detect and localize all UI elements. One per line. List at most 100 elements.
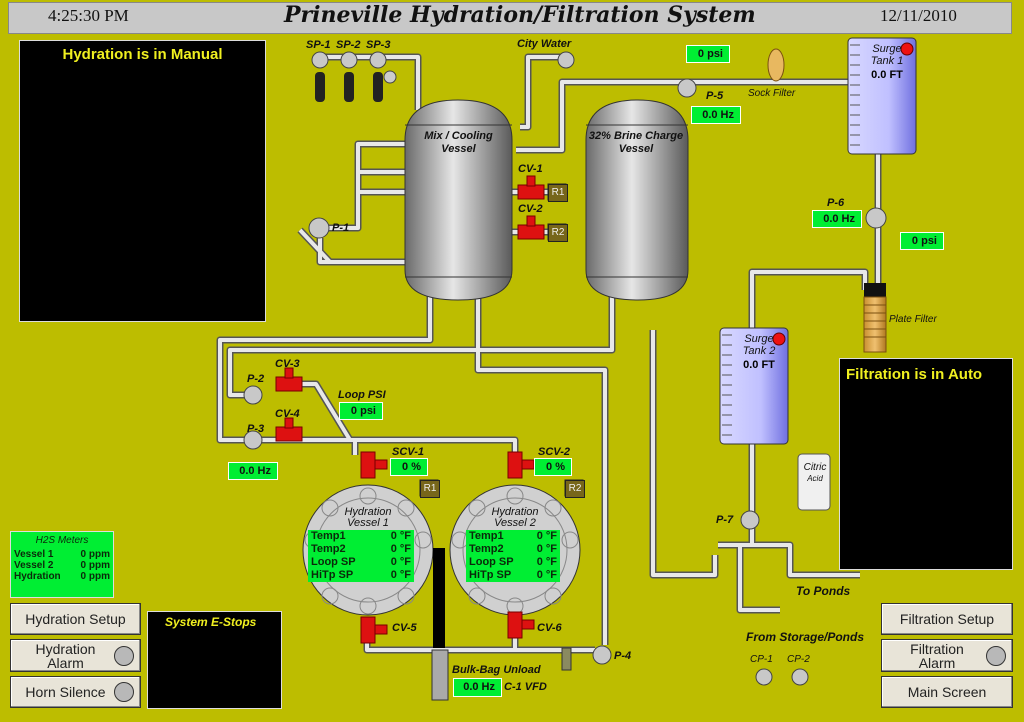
sp-2-sensor-icon	[344, 72, 354, 102]
scv-1-position-readout: 0 %	[390, 458, 428, 476]
sp-1-label: SP-1	[306, 39, 331, 51]
p-4-label: P-4	[614, 650, 632, 662]
hydration-mode-text: Hydration is in Manual	[62, 46, 223, 63]
plate-filter	[863, 283, 887, 353]
cv-5-valve-icon	[360, 616, 376, 644]
p-7-pump-icon	[740, 510, 760, 530]
sp-2-pump-icon	[340, 51, 358, 69]
horn-silence-lamp-icon	[114, 682, 134, 702]
inline-strainer	[561, 647, 572, 671]
p3-frequency-readout: 0.0 Hz	[228, 462, 278, 480]
estops-title: System E-Stops	[165, 615, 257, 629]
scv-1-valve-icon	[360, 451, 376, 479]
control-valves	[275, 175, 545, 644]
h2s-title: H2S Meters	[35, 535, 89, 546]
cp-2-pump-icon	[791, 668, 809, 686]
filtration-alarm-lamp-icon	[986, 645, 1006, 666]
sp-3-label: SP-3	[366, 39, 391, 51]
p-3-pump-icon	[243, 430, 263, 450]
scv-2-valve-icon	[507, 451, 523, 479]
hydration-alarm-lamp-icon	[114, 645, 134, 666]
horn-silence-button[interactable]: Horn Silence	[10, 676, 141, 708]
filtration-mode-text: Filtration is in Auto	[846, 366, 983, 383]
page-title: Prineville Hydration/Filtration System	[284, 2, 756, 28]
loop-psi-label: Loop PSI	[338, 389, 386, 401]
p-4-pump-icon	[592, 645, 612, 665]
sp-3-pump-icon	[369, 51, 387, 69]
hydration-status-panel: Hydration is in Manual	[19, 40, 266, 322]
city-water-pump-icon	[557, 51, 575, 69]
cp-2-label: CP-2	[787, 654, 810, 665]
sp-2-label: SP-2	[336, 39, 361, 51]
scv-2-position-readout: 0 %	[534, 458, 572, 476]
surge-tank-2	[719, 327, 789, 445]
r1-label: R1	[548, 184, 568, 202]
cv-2-valve-icon	[517, 224, 545, 240]
sp-1-pump-icon	[311, 51, 329, 69]
p5-pressure-readout: 0 psi	[686, 45, 730, 63]
scv-1-label: SCV-1	[392, 446, 424, 458]
p-2-pump-icon	[243, 385, 263, 405]
sock-filter-label: Sock Filter	[748, 88, 796, 99]
cp-1-label: CP-1	[750, 654, 773, 665]
cv-4-label: CV-4	[275, 408, 300, 420]
p6-frequency-readout: 0.0 Hz	[812, 210, 862, 228]
bulk-bag-chute	[433, 548, 445, 648]
cv-1-label: CV-1	[518, 163, 543, 175]
hydration-setup-button[interactable]: Hydration Setup	[10, 603, 141, 635]
p-2-label: P-2	[247, 373, 265, 385]
surge-tank-2-level: 0.0 FT	[743, 359, 775, 371]
cv-5-label: CV-5	[392, 622, 417, 634]
brine-charge-vessel	[585, 99, 689, 301]
p-5-label: P-5	[706, 90, 724, 102]
surge-tank-1-label: Surge Tank 1 0.0 FT	[866, 43, 908, 81]
p-5-pump-icon	[677, 78, 697, 98]
sp-3-sensor-icon	[373, 72, 383, 102]
cv-3-label: CV-3	[275, 358, 300, 370]
sp-1-sensor-icon	[315, 72, 325, 102]
main-screen-button[interactable]: Main Screen	[881, 676, 1013, 708]
p-6-pump-icon	[865, 207, 887, 229]
to-ponds-label: To Ponds	[796, 584, 851, 598]
r2-vessel-label: R2	[565, 480, 585, 498]
surge-tank-2-label: Surge Tank 2 0.0 FT	[738, 333, 780, 371]
r1-vessel-label: R1	[420, 480, 440, 498]
c1-vfd-label: C-1 VFD	[504, 681, 547, 693]
p-1-label: P-1	[332, 222, 350, 234]
filtration-setup-button[interactable]: Filtration Setup	[881, 603, 1013, 635]
scv-2-label: SCV-2	[538, 446, 570, 458]
p-3-label: P-3	[247, 423, 265, 435]
p-7-label: P-7	[716, 514, 734, 526]
cv-1-valve-icon	[517, 184, 545, 200]
bulk-bag-unloader	[431, 649, 449, 701]
p-1-pump-icon	[308, 217, 330, 239]
cv-4-valve-icon	[275, 426, 303, 442]
city-water-label: City Water	[517, 38, 572, 50]
from-storage-label: From Storage/Ponds	[746, 630, 865, 644]
loop-pressure-readout: 0 psi	[339, 402, 383, 420]
surge-tank-1-alarm-icon	[900, 42, 914, 56]
surge-tank-2-alarm-icon	[772, 332, 786, 346]
p-6-label: P-6	[827, 197, 845, 209]
clock: 4:25:30 PM	[48, 6, 129, 25]
